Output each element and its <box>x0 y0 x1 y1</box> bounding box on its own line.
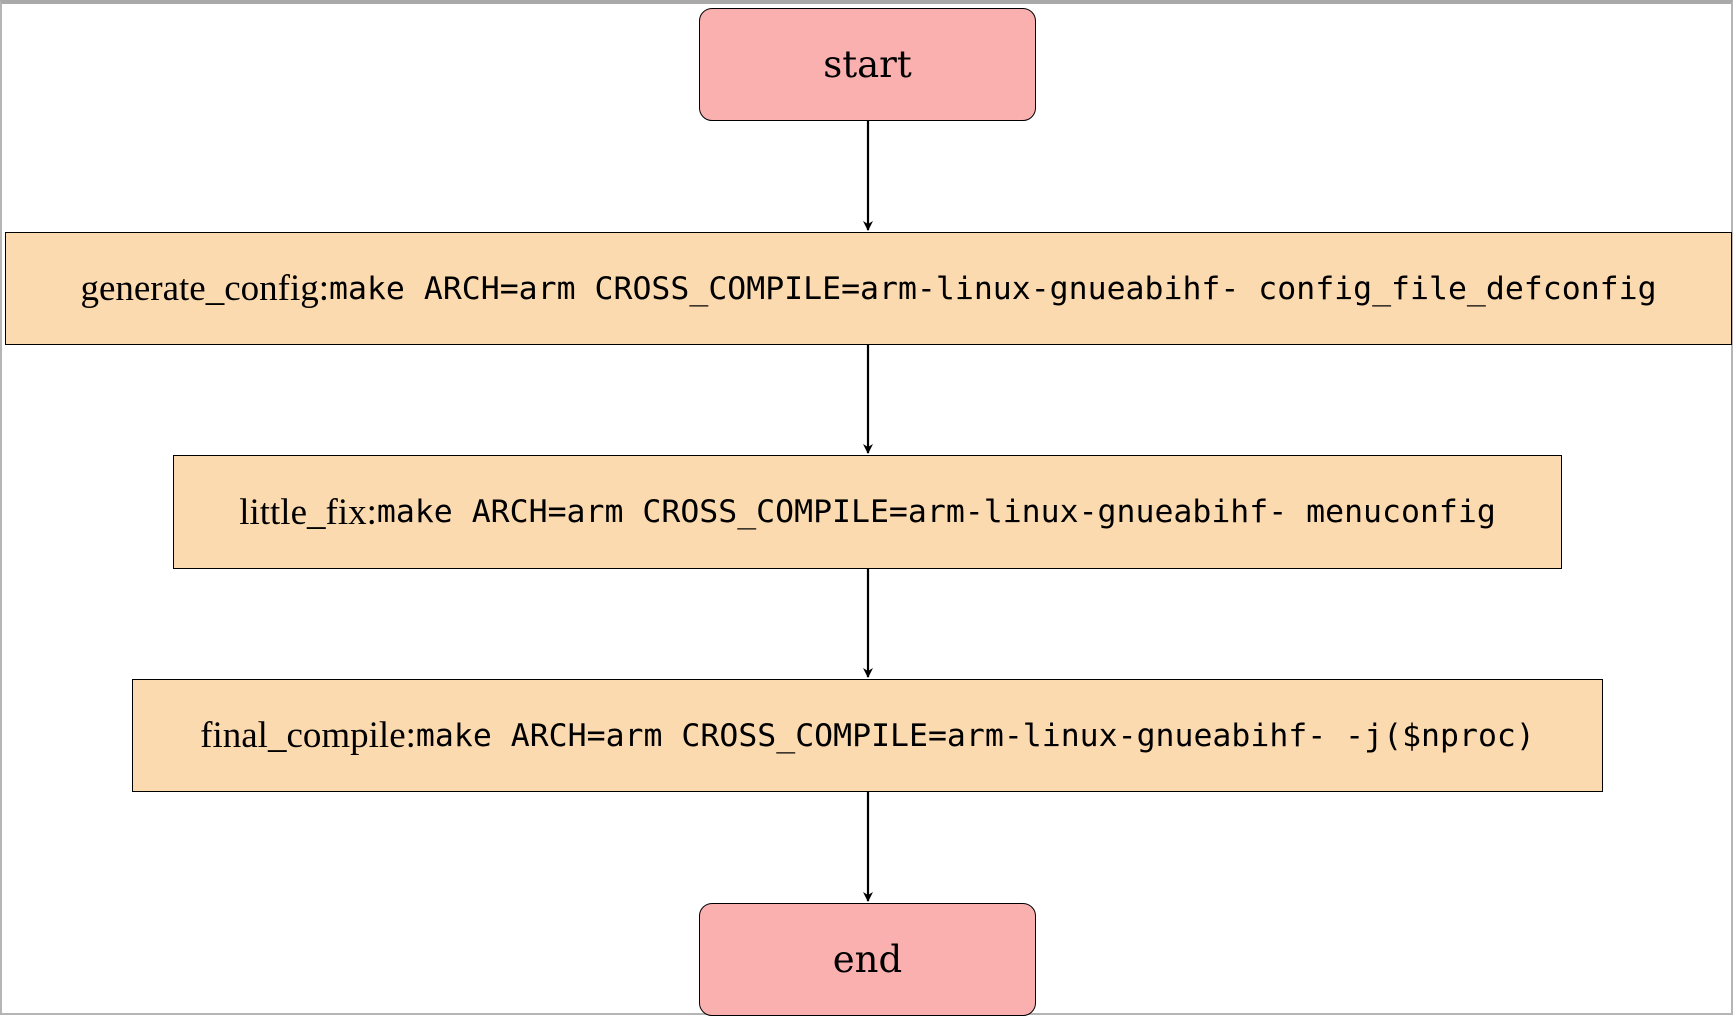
little-fix-node: little_fix:make ARCH=arm CROSS_COMPILE=a… <box>173 455 1562 569</box>
end-label: end <box>832 938 903 981</box>
generate-config-command: make ARCH=arm CROSS_COMPILE=arm-linux-gn… <box>329 270 1657 307</box>
little-fix-name: little_fix: <box>239 491 377 533</box>
start-node: start <box>699 8 1036 121</box>
final-compile-command: make ARCH=arm CROSS_COMPILE=arm-linux-gn… <box>415 717 1535 754</box>
final-compile-node: final_compile:make ARCH=arm CROSS_COMPIL… <box>132 679 1603 792</box>
final-compile-name: final_compile: <box>200 715 416 756</box>
end-node: end <box>699 903 1036 1016</box>
start-label: start <box>823 43 912 86</box>
little-fix-command: make ARCH=arm CROSS_COMPILE=arm-linux-gn… <box>376 494 1496 530</box>
generate-config-node: generate_config:make ARCH=arm CROSS_COMP… <box>5 232 1732 345</box>
generate-config-name: generate_config: <box>80 268 330 309</box>
